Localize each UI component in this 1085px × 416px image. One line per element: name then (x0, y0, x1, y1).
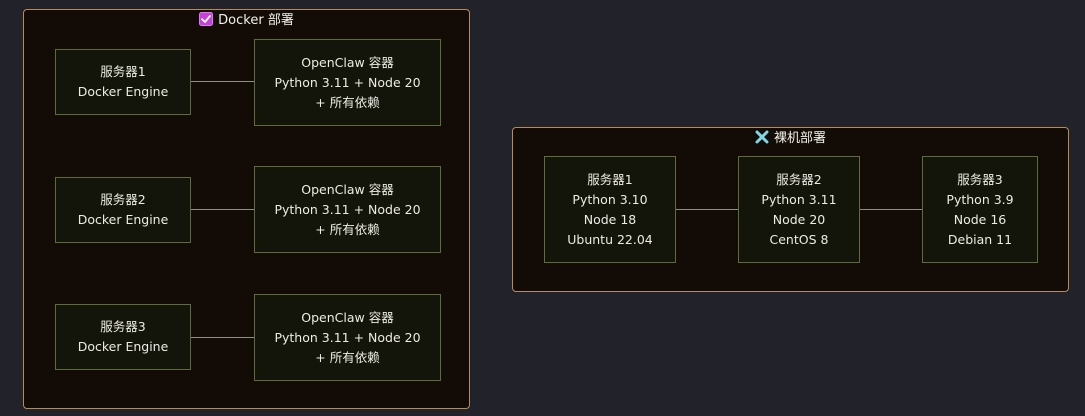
server-os: Debian 11 (947, 231, 1013, 247)
server-name: 服务器2 (776, 171, 822, 187)
bare-group-title: 裸机部署 (513, 130, 1068, 149)
edge-docker-server2-container (191, 209, 254, 210)
server-os: Ubuntu 22.04 (567, 231, 653, 247)
server-os: CentOS 8 (769, 231, 829, 247)
checkbox-checked-icon (199, 12, 214, 31)
docker-group-title-text: Docker 部署 (218, 13, 294, 28)
container-runtime: Python 3.11 + Node 20 (274, 329, 421, 345)
server-python: Python 3.10 (572, 191, 648, 207)
edge-docker-server3-container (191, 337, 254, 338)
bare-group-title-text: 裸机部署 (773, 131, 826, 146)
container-deps: + 所有依赖 (315, 94, 380, 110)
cross-mark-icon (755, 130, 769, 149)
server-python: Python 3.11 (761, 191, 837, 207)
server-name: 服务器2 (100, 192, 146, 207)
container-deps: + 所有依赖 (315, 221, 380, 237)
edge-docker-server1-container (191, 81, 254, 82)
bare-server-node-2: 服务器2 Python 3.11 Node 20 CentOS 8 (738, 156, 860, 263)
container-name: OpenClaw 容器 (301, 54, 394, 70)
server-python: Python 3.9 (946, 191, 1014, 207)
container-runtime: Python 3.11 + Node 20 (274, 201, 421, 217)
docker-group-title: Docker 部署 (24, 12, 469, 31)
openclaw-container-node-2: OpenClaw 容器 Python 3.11 + Node 20 + 所有依赖 (254, 166, 441, 253)
server-name: 服务器1 (100, 64, 146, 79)
server-name: 服务器1 (587, 171, 633, 187)
server-engine: Docker Engine (77, 212, 169, 227)
docker-server-node-3: 服务器3 Docker Engine (55, 304, 191, 370)
docker-server-node-1: 服务器1 Docker Engine (55, 49, 191, 115)
bare-server-node-1: 服务器1 Python 3.10 Node 18 Ubuntu 22.04 (544, 156, 676, 263)
container-name: OpenClaw 容器 (301, 181, 394, 197)
server-engine: Docker Engine (77, 339, 169, 354)
bare-metal-deployment-group: 裸机部署 服务器1 Python 3.10 Node 18 Ubuntu 22.… (512, 127, 1069, 292)
server-node: Node 18 (583, 211, 637, 227)
docker-server-node-2: 服务器2 Docker Engine (55, 177, 191, 243)
bare-server-node-3: 服务器3 Python 3.9 Node 16 Debian 11 (922, 156, 1038, 263)
edge-bare-server2-server3 (860, 209, 922, 210)
container-name: OpenClaw 容器 (301, 309, 394, 325)
server-node: Node 16 (953, 211, 1007, 227)
server-name: 服务器3 (100, 319, 146, 334)
container-runtime: Python 3.11 + Node 20 (274, 74, 421, 90)
edge-bare-server1-server2 (676, 209, 738, 210)
server-node: Node 20 (772, 211, 826, 227)
server-name: 服务器3 (957, 171, 1003, 187)
container-deps: + 所有依赖 (315, 349, 380, 365)
docker-deployment-group: Docker 部署 服务器1 Docker Engine OpenClaw 容器… (23, 9, 470, 409)
server-engine: Docker Engine (77, 84, 169, 99)
openclaw-container-node-3: OpenClaw 容器 Python 3.11 + Node 20 + 所有依赖 (254, 294, 441, 381)
openclaw-container-node-1: OpenClaw 容器 Python 3.11 + Node 20 + 所有依赖 (254, 39, 441, 126)
